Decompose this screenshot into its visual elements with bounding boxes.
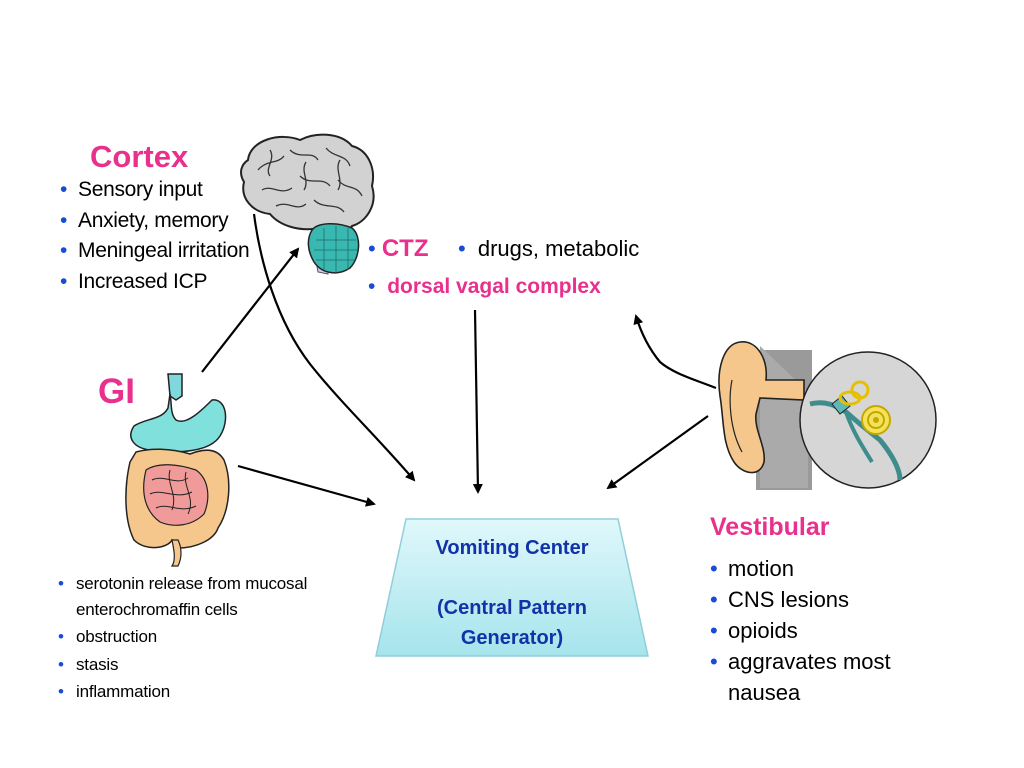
list-item: motion [708,553,948,584]
bullet-icon: • [458,236,466,261]
ctz-sublabel: dorsal vagal complex [387,275,601,298]
cortex-list: Sensory input Anxiety, memory Meningeal … [58,175,250,298]
list-item: serotonin release from mucosal enterochr… [56,571,356,623]
list-item: aggravates most nausea [708,646,948,708]
central-pattern-generator-line2: Generator) [460,627,564,649]
vomiting-center-title: Vomiting Center [435,537,589,559]
arrow-gi-to-cortex [201,247,300,373]
list-item: stasis [56,651,356,679]
ctz-row: • CTZ [368,235,428,263]
central-pattern-generator-line1: (Central Pattern [436,597,588,619]
arrow-gi-to-center [237,464,376,507]
ctz-causes-text: drugs, metabolic [477,236,640,261]
ctz-label: CTZ [381,235,429,262]
cortex-title: Cortex [90,139,189,174]
bullet-icon: • [368,236,376,261]
vomiting-center-box [375,518,649,657]
list-item: Meningeal irritation [58,236,250,267]
arrow-cortex-to-center [252,213,416,482]
list-item: obstruction [56,623,356,651]
vomiting-center-label: Vomiting Center (Central Pattern Generat… [376,533,648,653]
ctz-causes: • drugs, metabolic [458,236,639,262]
gi-list: serotonin release from mucosal enterochr… [56,571,356,706]
bullet-icon: • [368,275,376,298]
ctz-sublabel-row: • dorsal vagal complex [368,275,601,299]
list-item: CNS lesions [708,584,948,615]
list-item: inflammation [56,678,356,706]
list-item: Anxiety, memory [58,206,249,237]
list-item: Increased ICP [58,267,249,298]
vestibular-title: Vestibular [710,513,830,541]
arrow-vestibular-to-center [606,415,709,490]
vestibular-list: motion CNS lesions opioids aggravates mo… [708,553,948,708]
list-item: Sensory input [58,175,249,206]
arrow-vestibular-to-ctz [633,314,717,390]
ear-icon [718,341,937,490]
digestive-tract-icon [125,373,230,567]
list-item: opioids [708,615,948,646]
brain-icon [240,133,375,275]
gi-title: GI [98,372,135,411]
arrow-ctz-to-center [472,309,483,494]
